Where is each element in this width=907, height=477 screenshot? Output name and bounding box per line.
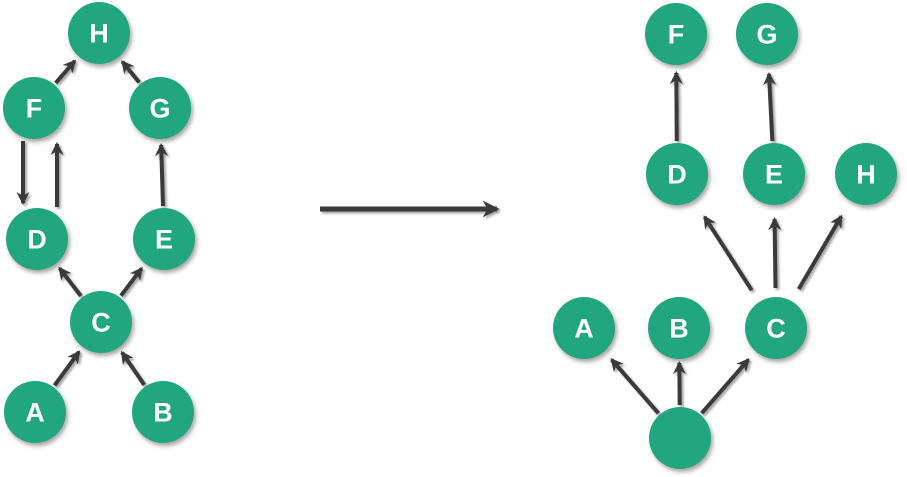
node-label: D bbox=[27, 225, 47, 255]
node-left-graph-f: F bbox=[3, 77, 65, 139]
node-left-graph-d: D bbox=[6, 208, 68, 270]
right-graph: F G D E H A B C bbox=[553, 3, 897, 469]
node-right-graph-a: A bbox=[553, 297, 615, 359]
node-right-graph-f: F bbox=[645, 3, 707, 65]
node-right-graph-c: C bbox=[745, 297, 807, 359]
node-label: A bbox=[25, 398, 45, 428]
node-circle bbox=[4, 381, 66, 443]
edge-c-to-d bbox=[58, 266, 83, 298]
node-right-graph-e: E bbox=[743, 143, 805, 205]
node-circle bbox=[70, 291, 132, 353]
node-label: E bbox=[765, 160, 783, 190]
node-label: H bbox=[856, 160, 876, 190]
edge-root-to-c bbox=[700, 358, 750, 415]
node-circle bbox=[553, 297, 615, 359]
node-left-graph-e: E bbox=[133, 208, 195, 270]
node-label: D bbox=[667, 160, 687, 190]
edge-g-to-h bbox=[120, 60, 141, 84]
node-circle bbox=[68, 2, 130, 64]
node-left-graph-b: B bbox=[132, 381, 194, 443]
node-label: B bbox=[669, 314, 689, 344]
node-circle bbox=[648, 297, 710, 359]
node-label: G bbox=[149, 94, 170, 124]
node-circle bbox=[3, 77, 65, 139]
node-circle bbox=[646, 143, 708, 205]
edge-c-to-d bbox=[702, 215, 754, 292]
node-circle bbox=[645, 3, 707, 65]
node-circle bbox=[835, 143, 897, 205]
edge-root-to-a bbox=[610, 358, 660, 415]
edge-c-to-h bbox=[796, 214, 844, 291]
node-label: H bbox=[89, 19, 109, 49]
edge-c-to-e bbox=[119, 266, 144, 297]
node-left-graph-a: A bbox=[4, 381, 66, 443]
node-label: B bbox=[153, 398, 173, 428]
node-right-graph-h: H bbox=[835, 143, 897, 205]
node-label: G bbox=[756, 20, 777, 50]
node-circle bbox=[743, 143, 805, 205]
node-left-graph-c: C bbox=[70, 291, 132, 353]
edge-b-to-c bbox=[120, 350, 146, 386]
node-right-graph-root bbox=[649, 407, 711, 469]
node-label: F bbox=[668, 20, 685, 50]
node-label: C bbox=[91, 308, 111, 338]
node-label: E bbox=[155, 225, 173, 255]
edge-e-to-g bbox=[763, 72, 777, 142]
node-right-graph-g: G bbox=[736, 3, 798, 65]
left-graph: A B C D E F G H bbox=[3, 2, 195, 443]
node-right-graph-b: B bbox=[648, 297, 710, 359]
node-left-graph-h: H bbox=[68, 2, 130, 64]
node-label: A bbox=[574, 314, 594, 344]
edge-a-to-c bbox=[52, 350, 81, 387]
node-circle bbox=[649, 407, 711, 469]
node-circle bbox=[736, 3, 798, 65]
node-circle bbox=[133, 208, 195, 270]
node-right-graph-d: D bbox=[646, 143, 708, 205]
edge-f-to-h bbox=[54, 59, 77, 85]
edge-c-to-e bbox=[768, 217, 782, 289]
node-circle bbox=[6, 208, 68, 270]
node-label: C bbox=[766, 314, 786, 344]
node-circle bbox=[132, 381, 194, 443]
node-label: F bbox=[26, 94, 43, 124]
edge-e-to-g bbox=[154, 143, 168, 207]
node-left-graph-g: G bbox=[129, 77, 191, 139]
node-circle bbox=[745, 297, 807, 359]
node-circle bbox=[129, 77, 191, 139]
